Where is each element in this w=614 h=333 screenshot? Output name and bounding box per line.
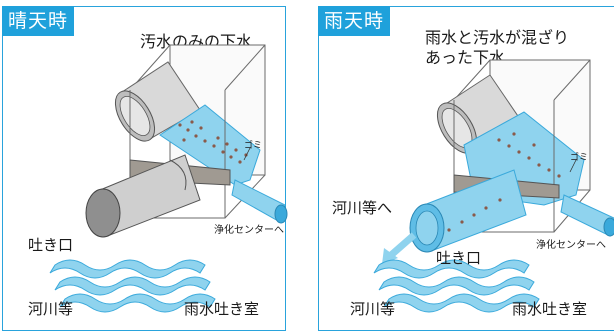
rain-river-label: 河川等: [350, 300, 396, 318]
dry-chamber-label: 雨水吐き室: [184, 300, 260, 318]
dry-river-waves: [49, 259, 216, 313]
dry-garbage-label: ゴミ: [244, 141, 263, 151]
dry-debris: [178, 120, 248, 164]
dry-purification-pipe: [231, 179, 288, 224]
inflow-pipe: [114, 61, 201, 142]
rain-river-arrow-label: 河川等へ: [332, 199, 393, 217]
dry-river-label: 河川等: [28, 300, 74, 318]
rain-chamber-diagram: [373, 59, 614, 313]
overflow-arrow: [382, 232, 417, 264]
rain-caption-line1: 雨水と汚水が混ざり: [425, 28, 570, 47]
rain-purification-label: 浄化センターへ: [536, 240, 606, 251]
rain-purification-pipe: [560, 194, 614, 237]
dry-weather-panel: 晴天時 汚水のみの下水: [0, 0, 288, 333]
dry-chamber-diagram: [49, 44, 288, 313]
rain-debris: [447, 132, 561, 232]
rain-outlet-label: 吐き口: [436, 249, 482, 267]
rain-river-waves: [373, 259, 540, 313]
dry-weather-tag: 晴天時: [2, 6, 75, 36]
rain-panel-frame: [318, 6, 614, 331]
dry-outlet-pipe: [85, 154, 201, 238]
dry-outlet-label: 吐き口: [28, 236, 74, 254]
rain-weather-panel: 雨天時 雨水と汚水が混ざり あった下水: [314, 0, 614, 333]
rain-weather-tag: 雨天時: [318, 6, 391, 36]
dry-panel-frame: [2, 6, 286, 331]
rain-caption-line2: あった下水: [425, 48, 506, 67]
dry-purification-label: 浄化センターへ: [214, 225, 284, 236]
rain-garbage-label: ゴミ: [570, 153, 589, 163]
rain-chamber-label: 雨水吐き室: [512, 300, 588, 318]
